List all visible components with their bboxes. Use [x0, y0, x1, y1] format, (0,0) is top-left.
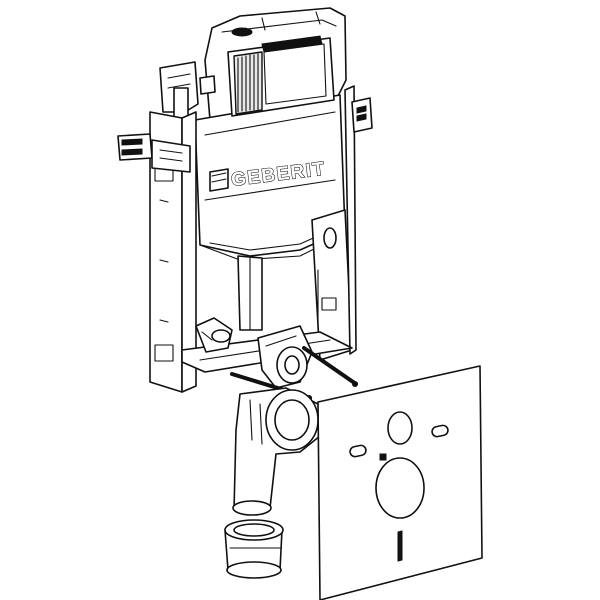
pipe-sleeve: [224, 519, 284, 579]
right-wall-bracket: [351, 97, 373, 133]
flush-actuator-opening: [227, 35, 335, 117]
frame-left-leg: [149, 111, 197, 393]
flush-pipe: [237, 255, 263, 331]
water-connection: [195, 317, 233, 353]
waste-elbow-connector: [257, 325, 313, 389]
drain-bend: [232, 387, 321, 516]
sound-insulation-plate: [317, 365, 483, 600]
fill-valve: [159, 61, 216, 127]
frame-right-leg: [311, 85, 357, 361]
left-wall-bracket: [117, 133, 191, 173]
